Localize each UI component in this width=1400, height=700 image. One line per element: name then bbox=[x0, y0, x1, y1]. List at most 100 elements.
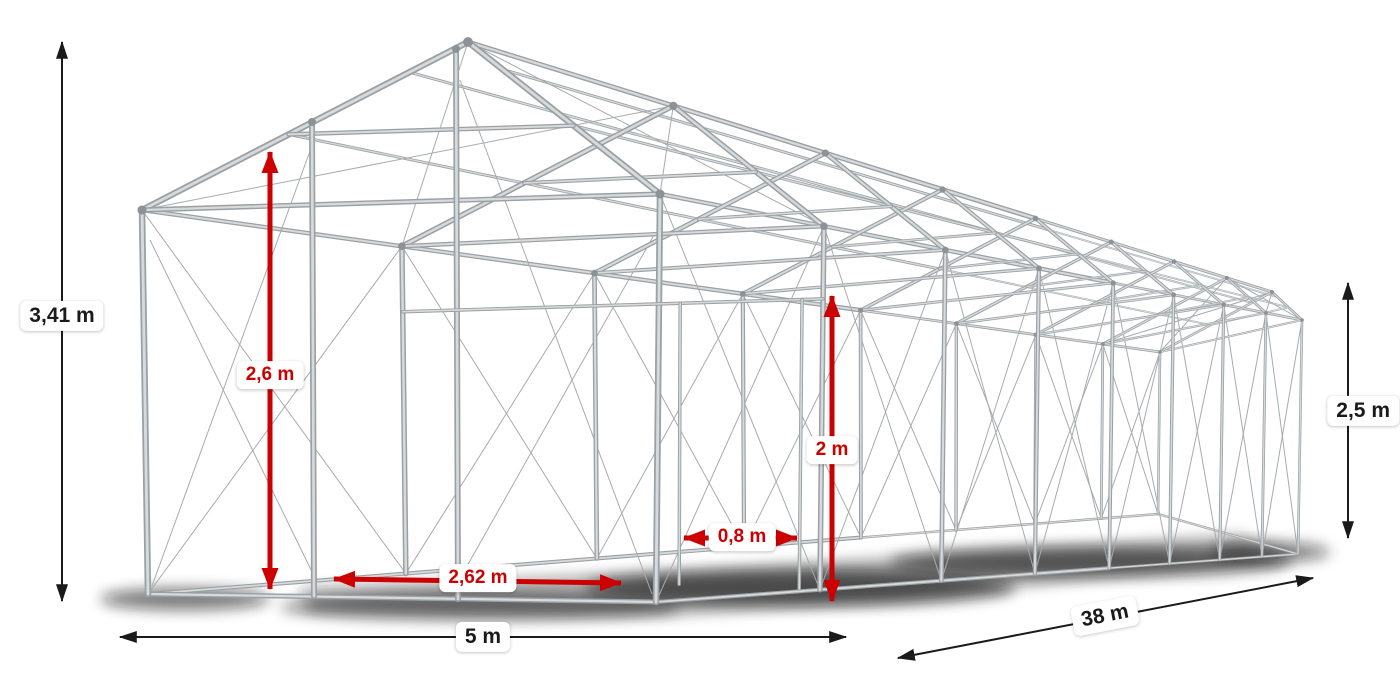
frame-tube-highlight bbox=[287, 124, 575, 136]
frame-cable bbox=[1034, 282, 1114, 574]
frame-tube-highlight bbox=[741, 292, 746, 548]
dim-label-width: 5 m bbox=[455, 621, 511, 653]
frame-tube-highlight bbox=[654, 192, 662, 604]
frame-tube-highlight bbox=[955, 241, 1112, 325]
frame-tube-highlight bbox=[401, 298, 824, 313]
frame-tube-highlight bbox=[408, 71, 1005, 236]
frame-joint bbox=[591, 269, 598, 277]
frame-tube-highlight bbox=[1025, 270, 1147, 288]
frame-tube-highlight bbox=[1157, 513, 1299, 555]
frame-tube-highlight bbox=[938, 253, 1079, 270]
frame-tube-highlight bbox=[1219, 303, 1225, 561]
frame-tube-highlight bbox=[1261, 312, 1267, 558]
frame-tube-highlight bbox=[938, 268, 1211, 326]
frame-cable bbox=[1226, 277, 1303, 321]
tent-frame bbox=[137, 37, 1304, 606]
frame-cable bbox=[1173, 294, 1221, 560]
frame-cable bbox=[467, 41, 825, 227]
frame-tube-highlight bbox=[818, 224, 826, 591]
frame-tube-highlight bbox=[400, 225, 825, 248]
frame-tube-highlight bbox=[742, 267, 1040, 295]
frame-joint bbox=[1270, 290, 1274, 294]
frame-cable bbox=[1038, 268, 1110, 569]
frame-joint bbox=[137, 205, 147, 215]
frame-tube-highlight bbox=[940, 248, 947, 582]
frame-joint bbox=[1108, 239, 1114, 245]
dim-label-door-width: 0,8 m bbox=[708, 523, 776, 551]
frame-tube-highlight bbox=[860, 513, 1159, 539]
frame-joint bbox=[655, 189, 665, 199]
frame-joint bbox=[1300, 318, 1304, 322]
frame-cable bbox=[1223, 304, 1263, 557]
frame-cable bbox=[147, 245, 403, 595]
frame-cable bbox=[141, 105, 674, 211]
frame-joint bbox=[398, 242, 406, 251]
frame-tube-highlight bbox=[1108, 282, 1115, 569]
frame-tube-highlight bbox=[466, 40, 662, 196]
frame-cable bbox=[1265, 291, 1273, 314]
frame-tube-highlight bbox=[831, 232, 997, 248]
frame-cable bbox=[944, 249, 1036, 574]
frame-tube-highlight bbox=[400, 104, 675, 248]
frame-tube-highlight bbox=[1173, 260, 1225, 306]
frame-cable bbox=[1108, 294, 1175, 569]
frame-tube-highlight bbox=[310, 120, 316, 598]
frame-joint bbox=[1221, 302, 1226, 307]
frame-joint bbox=[939, 186, 946, 193]
frame-tube-highlight bbox=[672, 104, 826, 228]
frame-joint bbox=[1100, 342, 1105, 346]
frame-cable bbox=[659, 193, 821, 590]
frame-joint bbox=[1110, 280, 1116, 286]
frame-cable bbox=[1034, 343, 1104, 524]
frame-tube-highlight bbox=[1297, 319, 1303, 555]
dim-label-door-height: 2 m bbox=[806, 436, 858, 464]
frame-tube-highlight bbox=[1077, 253, 1289, 308]
frame-cable bbox=[955, 334, 1037, 531]
frame-tube-highlight bbox=[1159, 319, 1303, 353]
frame-tube-highlight bbox=[859, 282, 1114, 311]
frame-tube-highlight bbox=[140, 208, 862, 312]
frame-joint bbox=[1171, 292, 1176, 298]
frame-tube-highlight bbox=[1033, 267, 1040, 575]
frame-tube-highlight bbox=[1110, 241, 1175, 296]
frame-tube-highlight bbox=[593, 272, 598, 560]
frame-cable bbox=[1261, 319, 1303, 557]
frame-joint bbox=[739, 290, 746, 297]
frame-joint bbox=[1263, 310, 1268, 315]
frame-tube-highlight bbox=[454, 47, 460, 601]
frame-cable bbox=[151, 139, 315, 587]
frame-tube-highlight bbox=[400, 245, 408, 575]
frame-cable bbox=[401, 245, 598, 559]
dim-label-eave-inner-height: 2,6 m bbox=[236, 361, 304, 389]
frame-tube-highlight bbox=[860, 309, 1161, 353]
frame-joint bbox=[821, 149, 829, 157]
frame-cable bbox=[405, 272, 595, 574]
frame-joint bbox=[1035, 265, 1042, 272]
frame-cable bbox=[149, 239, 317, 581]
frame-tube-highlight bbox=[140, 192, 662, 212]
frame-tube-highlight bbox=[1034, 217, 1273, 293]
frame-joint bbox=[1171, 259, 1177, 264]
frame-cable bbox=[1112, 282, 1171, 564]
frame-joint bbox=[941, 246, 949, 254]
frame-joint bbox=[857, 307, 864, 313]
frame-tube-highlight bbox=[941, 188, 1040, 270]
frame-tube-highlight bbox=[1226, 277, 1267, 314]
frame-tube-highlight bbox=[1112, 282, 1303, 321]
frame-tube-highlight bbox=[697, 205, 893, 220]
frame-tube-highlight bbox=[593, 152, 827, 275]
frame-joint bbox=[308, 118, 316, 126]
frame-cable bbox=[1265, 312, 1299, 555]
frame-joint bbox=[820, 222, 828, 231]
frame-cable bbox=[860, 323, 957, 538]
frame-tube-highlight bbox=[1102, 312, 1267, 345]
frame-cable bbox=[659, 105, 674, 195]
frame-tube-highlight bbox=[1271, 291, 1303, 321]
frame-tube-highlight bbox=[1097, 284, 1202, 303]
frame-tube-highlight bbox=[140, 40, 470, 212]
frame-joint bbox=[669, 101, 678, 110]
frame-cable bbox=[141, 209, 407, 574]
frame-tube-highlight bbox=[678, 302, 681, 586]
